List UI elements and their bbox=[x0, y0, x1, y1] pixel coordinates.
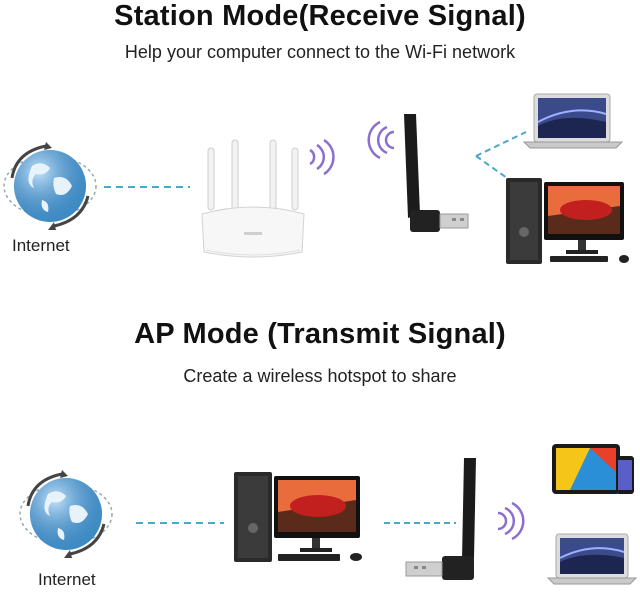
globe-icon bbox=[19, 470, 113, 558]
connection-line bbox=[136, 522, 224, 524]
connection-line bbox=[104, 186, 190, 188]
wifi-signal-icon bbox=[367, 120, 395, 160]
usb-wifi-adapter-icon bbox=[404, 114, 469, 232]
ap-mode-title: AP Mode (Transmit Signal) bbox=[134, 318, 506, 350]
laptop-icon bbox=[546, 533, 638, 585]
ap-mode-subtitle: Create a wireless hotspot to share bbox=[183, 366, 457, 386]
station-mode-title: Station Mode(Receive Signal) bbox=[114, 0, 526, 32]
desktop-computer-icon bbox=[506, 178, 629, 264]
globe-icon bbox=[3, 142, 97, 230]
usb-wifi-adapter-icon bbox=[405, 458, 476, 580]
wifi-signal-icon bbox=[309, 138, 335, 176]
router-icon bbox=[201, 139, 305, 258]
desktop-computer-icon bbox=[234, 472, 362, 562]
internet-label: Internet bbox=[38, 570, 96, 589]
laptop-icon bbox=[522, 93, 624, 149]
connection-line bbox=[384, 522, 456, 524]
station-mode-subtitle: Help your computer connect to the Wi-Fi … bbox=[124, 42, 516, 62]
internet-label: Internet bbox=[12, 236, 70, 255]
tablet-phone-icon bbox=[552, 444, 634, 494]
wifi-signal-icon bbox=[497, 501, 525, 541]
